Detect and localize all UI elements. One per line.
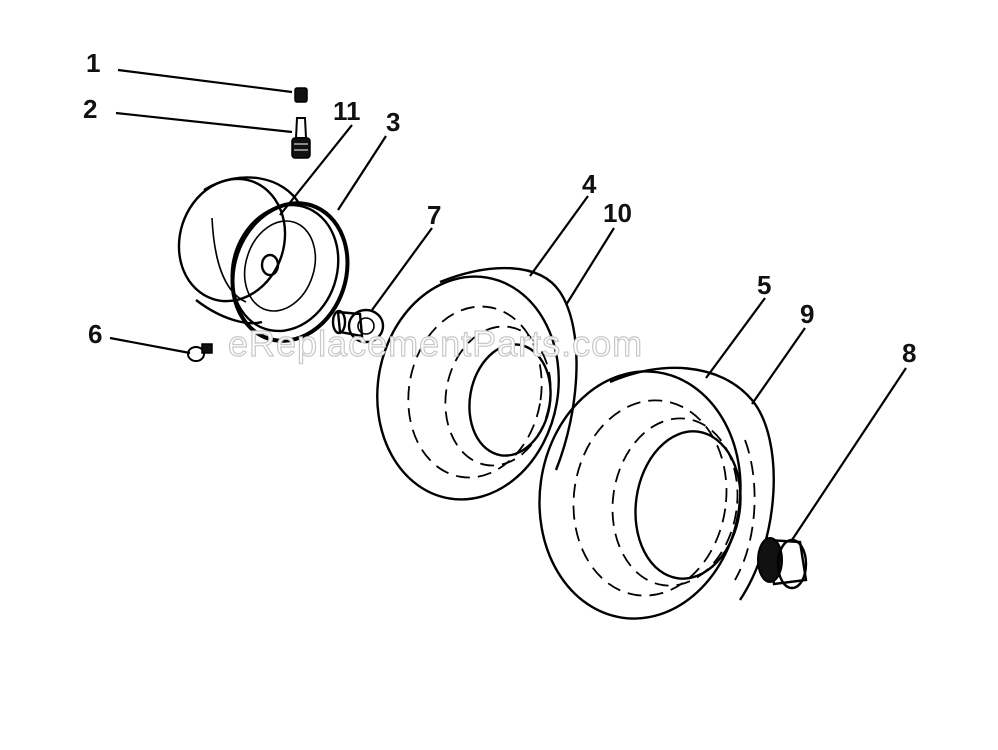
bushing-part	[757, 537, 808, 590]
valve-stem-part	[291, 117, 311, 159]
callout-5: 5	[757, 270, 771, 300]
callout-8: 8	[902, 338, 916, 368]
leader-3	[337, 135, 387, 211]
leader-10	[565, 227, 615, 306]
callout-2: 2	[83, 94, 97, 124]
callout-1: 1	[86, 48, 100, 78]
rear-tire-part	[538, 366, 775, 620]
leader-1	[117, 68, 293, 94]
grease-fitting-part	[187, 343, 213, 362]
leader-8	[791, 367, 907, 541]
leader-11	[279, 124, 353, 216]
callout-6: 6	[88, 319, 102, 349]
flange-bushing-part	[331, 308, 385, 344]
leader-6	[109, 336, 191, 355]
leader-7	[371, 227, 433, 311]
callout-9: 9	[800, 299, 814, 329]
leader-9	[751, 327, 806, 405]
callout-10: 10	[603, 198, 632, 228]
callout-7: 7	[427, 200, 441, 230]
rim-ring-part	[230, 201, 350, 343]
leader-4	[529, 195, 589, 277]
front-tire-part	[376, 266, 578, 501]
leader-2	[115, 111, 293, 134]
callout-4: 4	[582, 169, 597, 199]
watermark-text: eReplacementParts.com	[228, 323, 643, 364]
callout-11: 11	[333, 96, 361, 126]
valve-cap-part	[294, 87, 308, 103]
leader-5	[705, 297, 766, 379]
callout-3: 3	[386, 107, 400, 137]
